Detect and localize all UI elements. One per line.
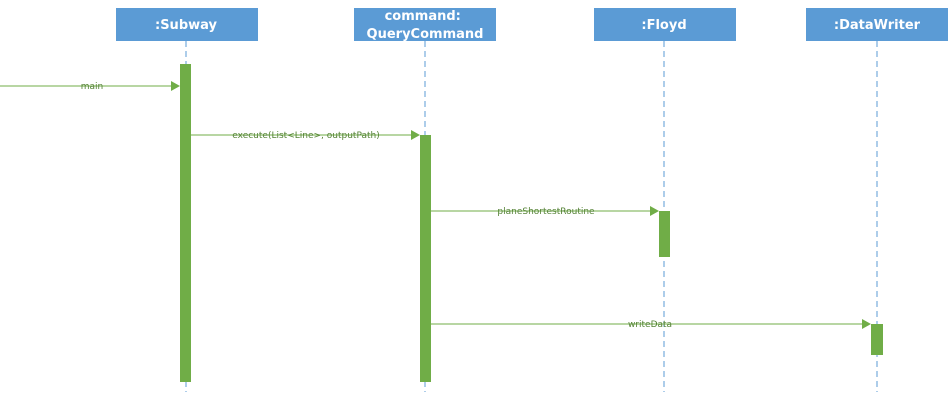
message-execute-label: execute(List<Line>, outputPath) xyxy=(232,131,379,141)
activation-bar-subway xyxy=(180,64,191,382)
participant-floyd: :Floyd xyxy=(594,8,736,41)
participant-query-command-label: command: QueryCommand xyxy=(367,9,484,42)
participant-floyd-label-line: :Floyd xyxy=(641,18,686,33)
participant-data-writer-label: :DataWriter xyxy=(834,18,921,33)
message-plane-shortest-routine: planeShortestRoutine xyxy=(431,206,659,217)
activation-bar-query-command xyxy=(420,135,431,382)
participant-query-command: command: QueryCommand xyxy=(354,8,496,42)
message-main-label: main xyxy=(81,82,104,92)
message-execute-arrowhead xyxy=(411,130,420,140)
participant-subway-box xyxy=(116,8,258,41)
participant-query-command-label-line-1: command: xyxy=(385,9,461,24)
participant-subway: :Subway xyxy=(116,8,258,41)
activation-bar-data-writer xyxy=(871,324,883,355)
message-plane-shortest-routine-label: planeShortestRoutine xyxy=(497,207,595,217)
message-write-data-arrowhead xyxy=(862,319,871,329)
message-write-data: writeData xyxy=(431,319,871,330)
participant-subway-label: :Subway xyxy=(155,18,218,33)
activation-bar-floyd xyxy=(659,211,670,257)
message-write-data-label: writeData xyxy=(628,320,672,330)
participant-floyd-box xyxy=(594,8,736,41)
participant-subway-label-line: :Subway xyxy=(155,18,218,33)
participant-query-command-label-line-2: QueryCommand xyxy=(367,27,484,42)
message-plane-shortest-routine-arrowhead xyxy=(650,206,659,216)
message-main-arrowhead xyxy=(171,81,180,91)
participant-data-writer: :DataWriter xyxy=(806,8,948,41)
participant-query-command-box xyxy=(354,8,496,41)
participant-data-writer-box xyxy=(806,8,948,41)
participant-data-writer-label-line: :DataWriter xyxy=(834,18,921,33)
participant-floyd-label: :Floyd xyxy=(641,18,686,33)
message-execute: execute(List<Line>, outputPath) xyxy=(191,130,420,141)
message-main: main xyxy=(0,81,180,92)
